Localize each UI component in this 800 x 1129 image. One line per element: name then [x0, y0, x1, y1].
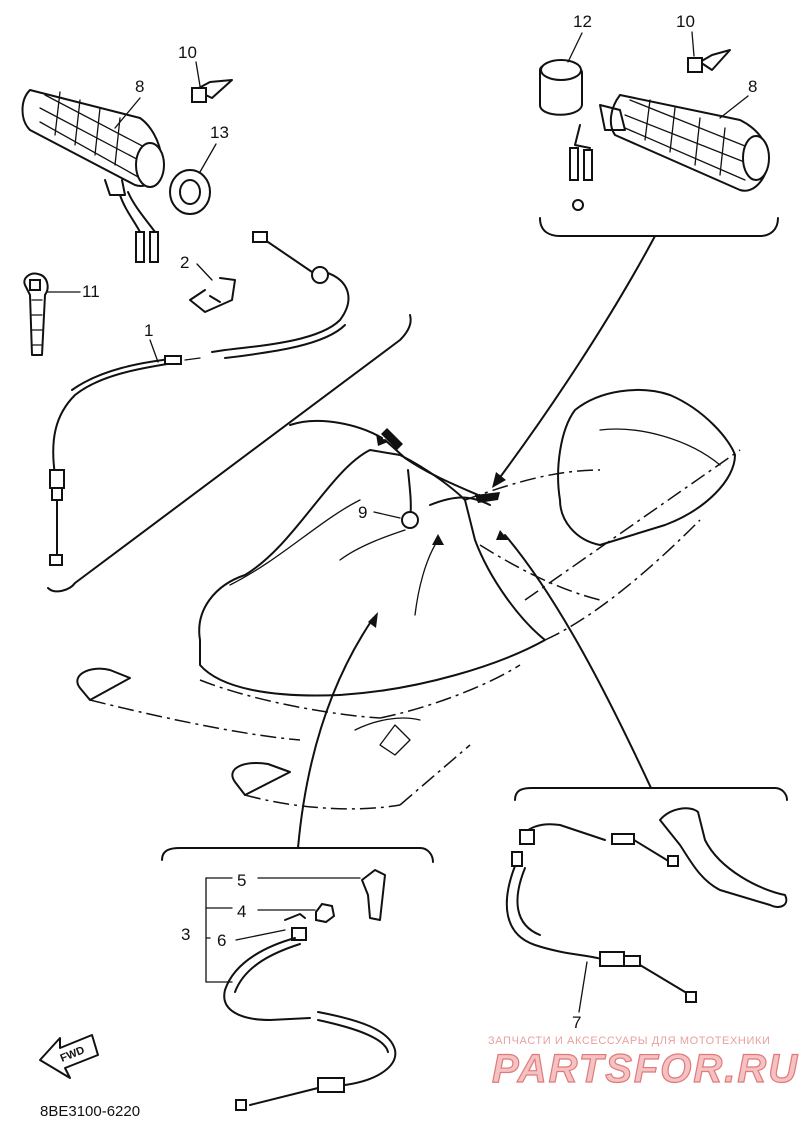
callout-10-right: 10: [676, 12, 695, 31]
callout-12: 12: [573, 12, 592, 31]
strap-part-11: [23, 272, 49, 356]
callout-4: 4: [237, 902, 246, 921]
switch-cable-group: [205, 869, 397, 1111]
callout-13: 13: [210, 123, 229, 142]
callout-6: 6: [217, 931, 226, 950]
part-code: 8BE3100-6220: [40, 1103, 140, 1120]
snowmobile-illustration: [76, 389, 741, 810]
callout-8-left: 8: [135, 77, 144, 96]
callout-labels: 1 2 3 4 5 6 7 8 8 9 10 10 11 12 13: [47, 12, 757, 1032]
brake-cable-part-7: [505, 807, 788, 1013]
callout-1: 1: [144, 321, 153, 340]
clip-part-2: [189, 277, 236, 313]
right-grip-group: [539, 49, 770, 211]
callout-8-right: 8: [748, 77, 757, 96]
callout-2: 2: [180, 253, 189, 272]
callout-3: 3: [181, 925, 190, 944]
callout-5: 5: [237, 871, 246, 890]
fwd-arrow: FWD: [39, 1034, 99, 1079]
watermark-caption: ЗАПЧАСТИ И АКСЕССУАРЫ ДЛЯ МОТОТЕХНИКИ: [488, 1035, 770, 1047]
left-grip-group: [21, 79, 233, 263]
callout-11: 11: [82, 282, 100, 301]
callout-10-left: 10: [178, 43, 197, 62]
callout-9: 9: [358, 503, 367, 522]
watermark-logo: PARTSFOR.RU: [492, 1047, 799, 1091]
frame-lines: [47, 217, 788, 863]
watermark: ЗАПЧАСТИ И АКСЕССУАРЫ ДЛЯ МОТОТЕХНИКИ PA…: [488, 1035, 799, 1092]
throttle-cable-part-1: [49, 231, 350, 566]
callout-7: 7: [572, 1013, 581, 1032]
